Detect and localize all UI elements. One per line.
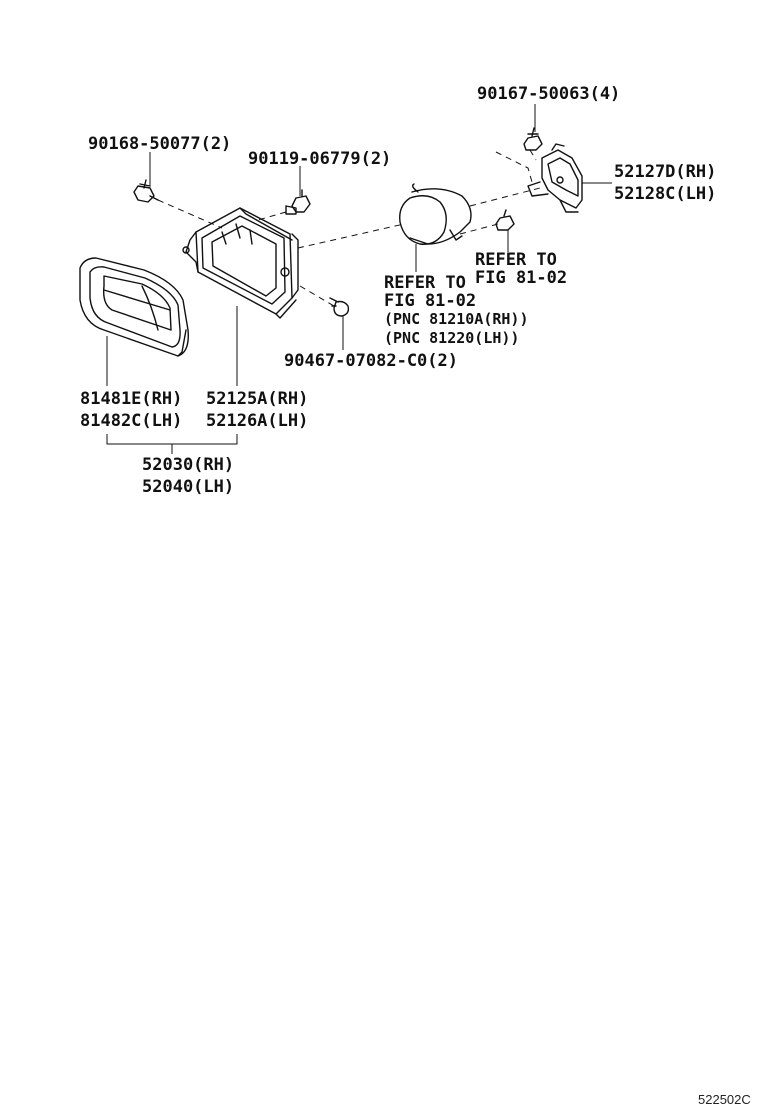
label-refer-left-line2: FIG 81-02 xyxy=(384,291,477,311)
label-clip-90467: 90467-07082-C0(2) xyxy=(284,351,458,371)
label-pnc-rh: (PNC 81210A(RH)) xyxy=(384,310,529,328)
label-pnc-lh: (PNC 81220(LH)) xyxy=(384,329,520,347)
leader-lines xyxy=(106,104,612,454)
label-bolt-90167: 90167-50063(4) xyxy=(477,84,621,104)
figure-id: 522502C xyxy=(698,1092,751,1107)
label-refer-right-line1: REFER TO xyxy=(475,250,557,270)
fog-lamp-housing xyxy=(182,207,299,319)
fog-lamp-bracket xyxy=(527,143,583,213)
label-bezel-lh: 81482C(LH) xyxy=(80,411,183,431)
bolt-90167-top xyxy=(523,127,543,151)
label-assy-lh: 52040(LH) xyxy=(142,477,235,497)
clip-90467 xyxy=(329,297,350,317)
label-refer-left-line1: REFER TO xyxy=(384,273,466,293)
label-housing-lh: 52126A(LH) xyxy=(206,411,309,431)
label-housing-rh: 52125A(RH) xyxy=(206,389,309,409)
label-refer-right-line2: FIG 81-02 xyxy=(475,268,568,288)
fog-lamp-unit xyxy=(399,183,472,245)
fog-lamp-bezel xyxy=(79,257,189,357)
label-bezel-rh: 81481E(RH) xyxy=(80,389,183,409)
assembly-lines xyxy=(157,149,541,307)
label-bracket-rh: 52127D(RH) xyxy=(614,162,717,182)
label-bolt-90119: 90119-06779(2) xyxy=(248,149,392,169)
label-bracket-lh: 52128C(LH) xyxy=(614,184,717,204)
bolt-90167-lower xyxy=(495,209,515,231)
bolt-90119 xyxy=(285,189,311,215)
label-bolt-90168: 90168-50077(2) xyxy=(88,134,232,154)
bolt-90168 xyxy=(133,179,159,203)
label-assy-rh: 52030(RH) xyxy=(142,455,235,475)
